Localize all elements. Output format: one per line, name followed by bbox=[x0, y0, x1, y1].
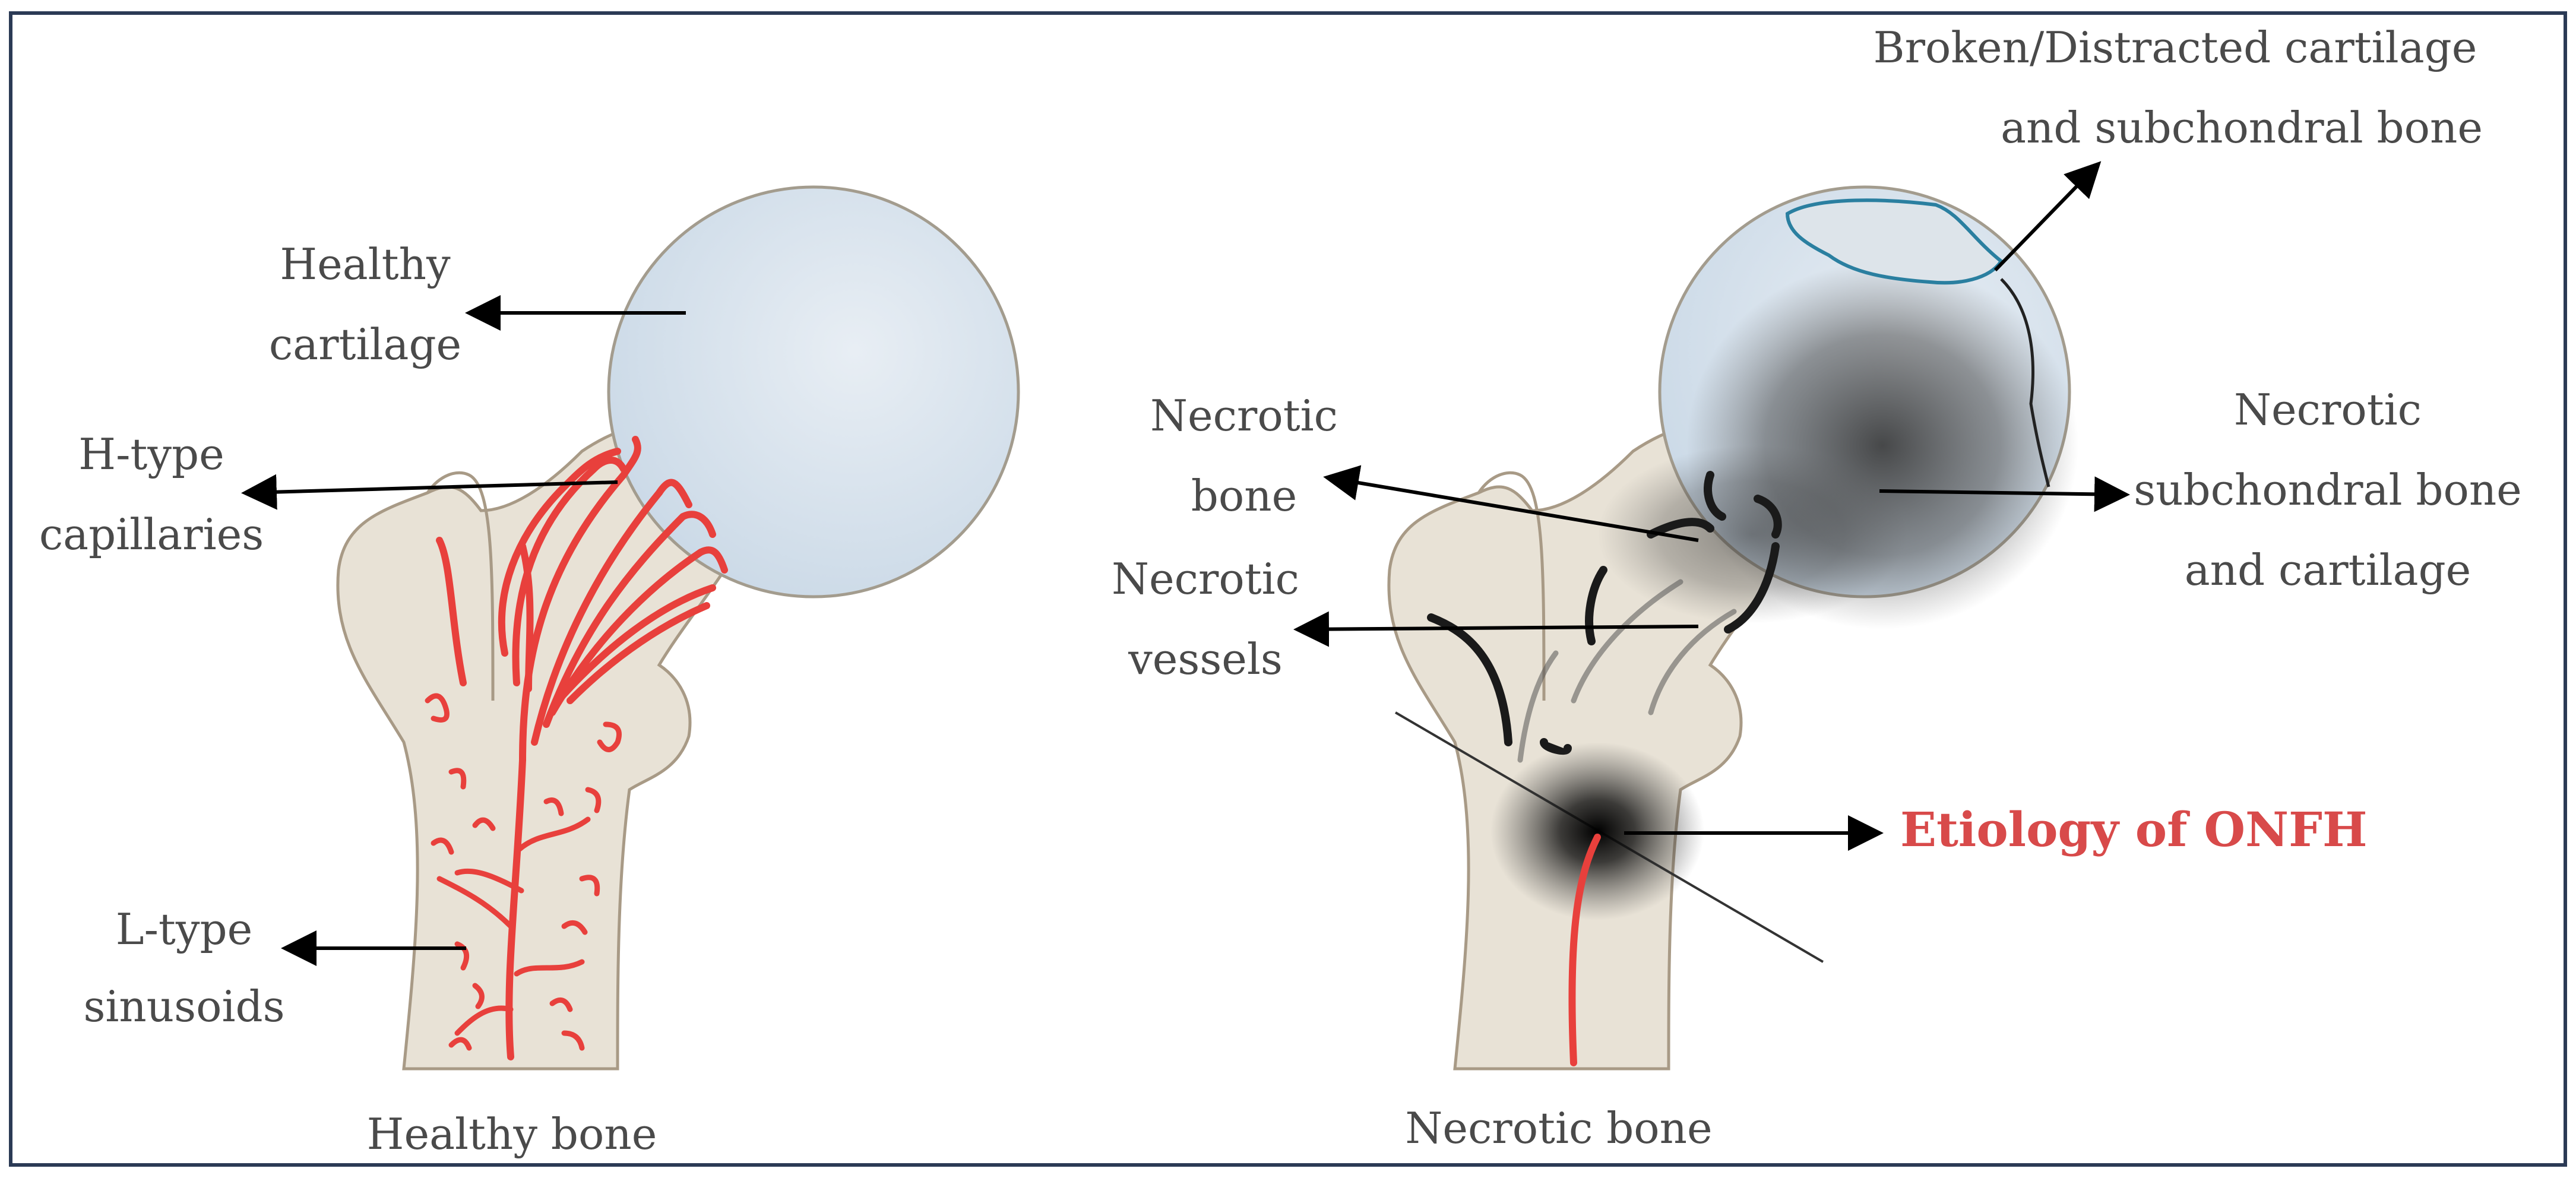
healthy-femur bbox=[336, 185, 1020, 1071]
svg-text:Necrotic: Necrotic bbox=[2234, 385, 2422, 435]
broken-cartilage-arrow bbox=[1993, 161, 2102, 272]
necrotic-bone-caption: Necrotic bone bbox=[1405, 1103, 1712, 1153]
svg-text:cartilage: cartilage bbox=[269, 319, 461, 369]
svg-text:capillaries: capillaries bbox=[39, 509, 264, 559]
necrotic-subchondral-label: Necrotic subchondral bone and cartilage bbox=[2134, 385, 2522, 595]
l-type-label: L-type sinusoids bbox=[83, 904, 284, 1031]
svg-text:Healthy: Healthy bbox=[280, 239, 451, 289]
necrotic-bone-arrow bbox=[1323, 465, 1699, 542]
h-type-capillaries bbox=[436, 436, 728, 764]
necrotic-bone-label: Necrotic bone bbox=[1150, 391, 1338, 521]
healthy-bone-caption: Healthy bone bbox=[367, 1109, 657, 1159]
necrotic-vessels-label: Necrotic vessels bbox=[1112, 554, 1299, 684]
necrotic-subchondral-arrow bbox=[1879, 476, 2130, 512]
svg-text:sinusoids: sinusoids bbox=[83, 981, 284, 1031]
h-type-label: H-type capillaries bbox=[39, 429, 264, 559]
svg-text:vessels: vessels bbox=[1128, 634, 1283, 684]
svg-text:H-type: H-type bbox=[78, 429, 224, 479]
healthy-cartilage-label: Healthy cartilage bbox=[269, 239, 461, 369]
svg-text:and subchondral bone: and subchondral bone bbox=[2001, 103, 2483, 153]
etiology-label: Etiology of ONFH bbox=[1900, 802, 2368, 857]
necrotic-vessels bbox=[1427, 471, 1782, 763]
svg-text:Necrotic: Necrotic bbox=[1112, 554, 1299, 604]
svg-text:L-type: L-type bbox=[116, 904, 252, 954]
necrotic-vessels-arrow bbox=[1293, 611, 1699, 647]
l-type-sinusoids bbox=[425, 693, 622, 1060]
etiology-spot bbox=[1490, 742, 1704, 920]
broken-cartilage-label: Broken/Distracted cartilage and subchond… bbox=[1874, 23, 2483, 153]
necrotic-femur bbox=[1387, 185, 2078, 1071]
svg-text:bone: bone bbox=[1191, 471, 1297, 521]
h-type-arrow bbox=[241, 474, 618, 510]
broken-cartilage-fragment bbox=[1785, 198, 2004, 285]
svg-text:Necrotic: Necrotic bbox=[1150, 391, 1338, 441]
svg-text:and cartilage: and cartilage bbox=[2185, 545, 2471, 595]
healthy-femoral-head bbox=[607, 185, 1020, 598]
svg-text:Broken/Distracted cartilage: Broken/Distracted cartilage bbox=[1874, 23, 2477, 72]
svg-text:subchondral bone: subchondral bone bbox=[2134, 465, 2522, 515]
